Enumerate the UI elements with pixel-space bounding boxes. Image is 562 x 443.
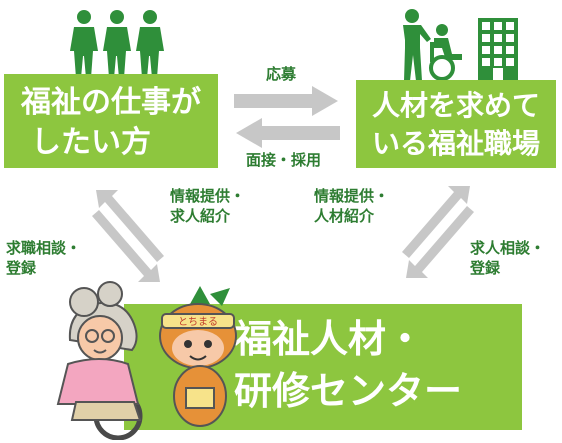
employer-box-line2: いる福祉職場 [371, 127, 540, 160]
job-offer-label: 求人相談・ 登録 [470, 238, 545, 279]
center-box-line1: 福祉人材・ [234, 317, 425, 361]
mascot-badge-text: とちまる [178, 316, 218, 328]
people-group-icon [70, 10, 164, 78]
job-offer-line1: 求人相談・ [470, 239, 546, 257]
grandmother-wheelchair-illustration [56, 281, 143, 440]
right-diagonal-arrows [402, 186, 474, 278]
left-info-line2: 求人紹介 [170, 207, 231, 226]
right-info-label: 情報提供・ 人材紹介 [314, 186, 389, 227]
left-info-line1: 情報提供・ [170, 187, 246, 205]
job-seek-line2: 登録 [6, 259, 37, 278]
interview-arrow [236, 118, 340, 148]
employer-box: 人材を求めて いる福祉職場 [356, 80, 556, 168]
left-info-label: 情報提供・ 求人紹介 [170, 186, 245, 227]
job-seeker-box: 福祉の仕事が したい方 [4, 74, 218, 168]
caregiver-wheelchair-icon [403, 9, 462, 81]
job-seeker-box-line1: 福祉の仕事が [21, 85, 201, 120]
employer-box-line1: 人材を求めて [371, 89, 540, 122]
job-seek-line1: 求職相談・ [6, 239, 82, 257]
center-box-line2: 研修センター [234, 369, 463, 413]
job-offer-line2: 登録 [470, 259, 501, 278]
apply-label: 応募 [266, 65, 297, 83]
interview-label: 面接・採用 [246, 151, 322, 169]
apply-arrow [234, 86, 338, 116]
mascot-illustration: とちまる [159, 286, 237, 427]
right-info-line1: 情報提供・ [314, 187, 390, 205]
left-diagonal-arrows [92, 190, 164, 282]
building-icon [478, 18, 518, 80]
job-seek-label: 求職相談・ 登録 [6, 238, 81, 279]
job-seeker-box-line2: したい方 [31, 125, 151, 160]
right-info-line2: 人材紹介 [314, 207, 375, 226]
